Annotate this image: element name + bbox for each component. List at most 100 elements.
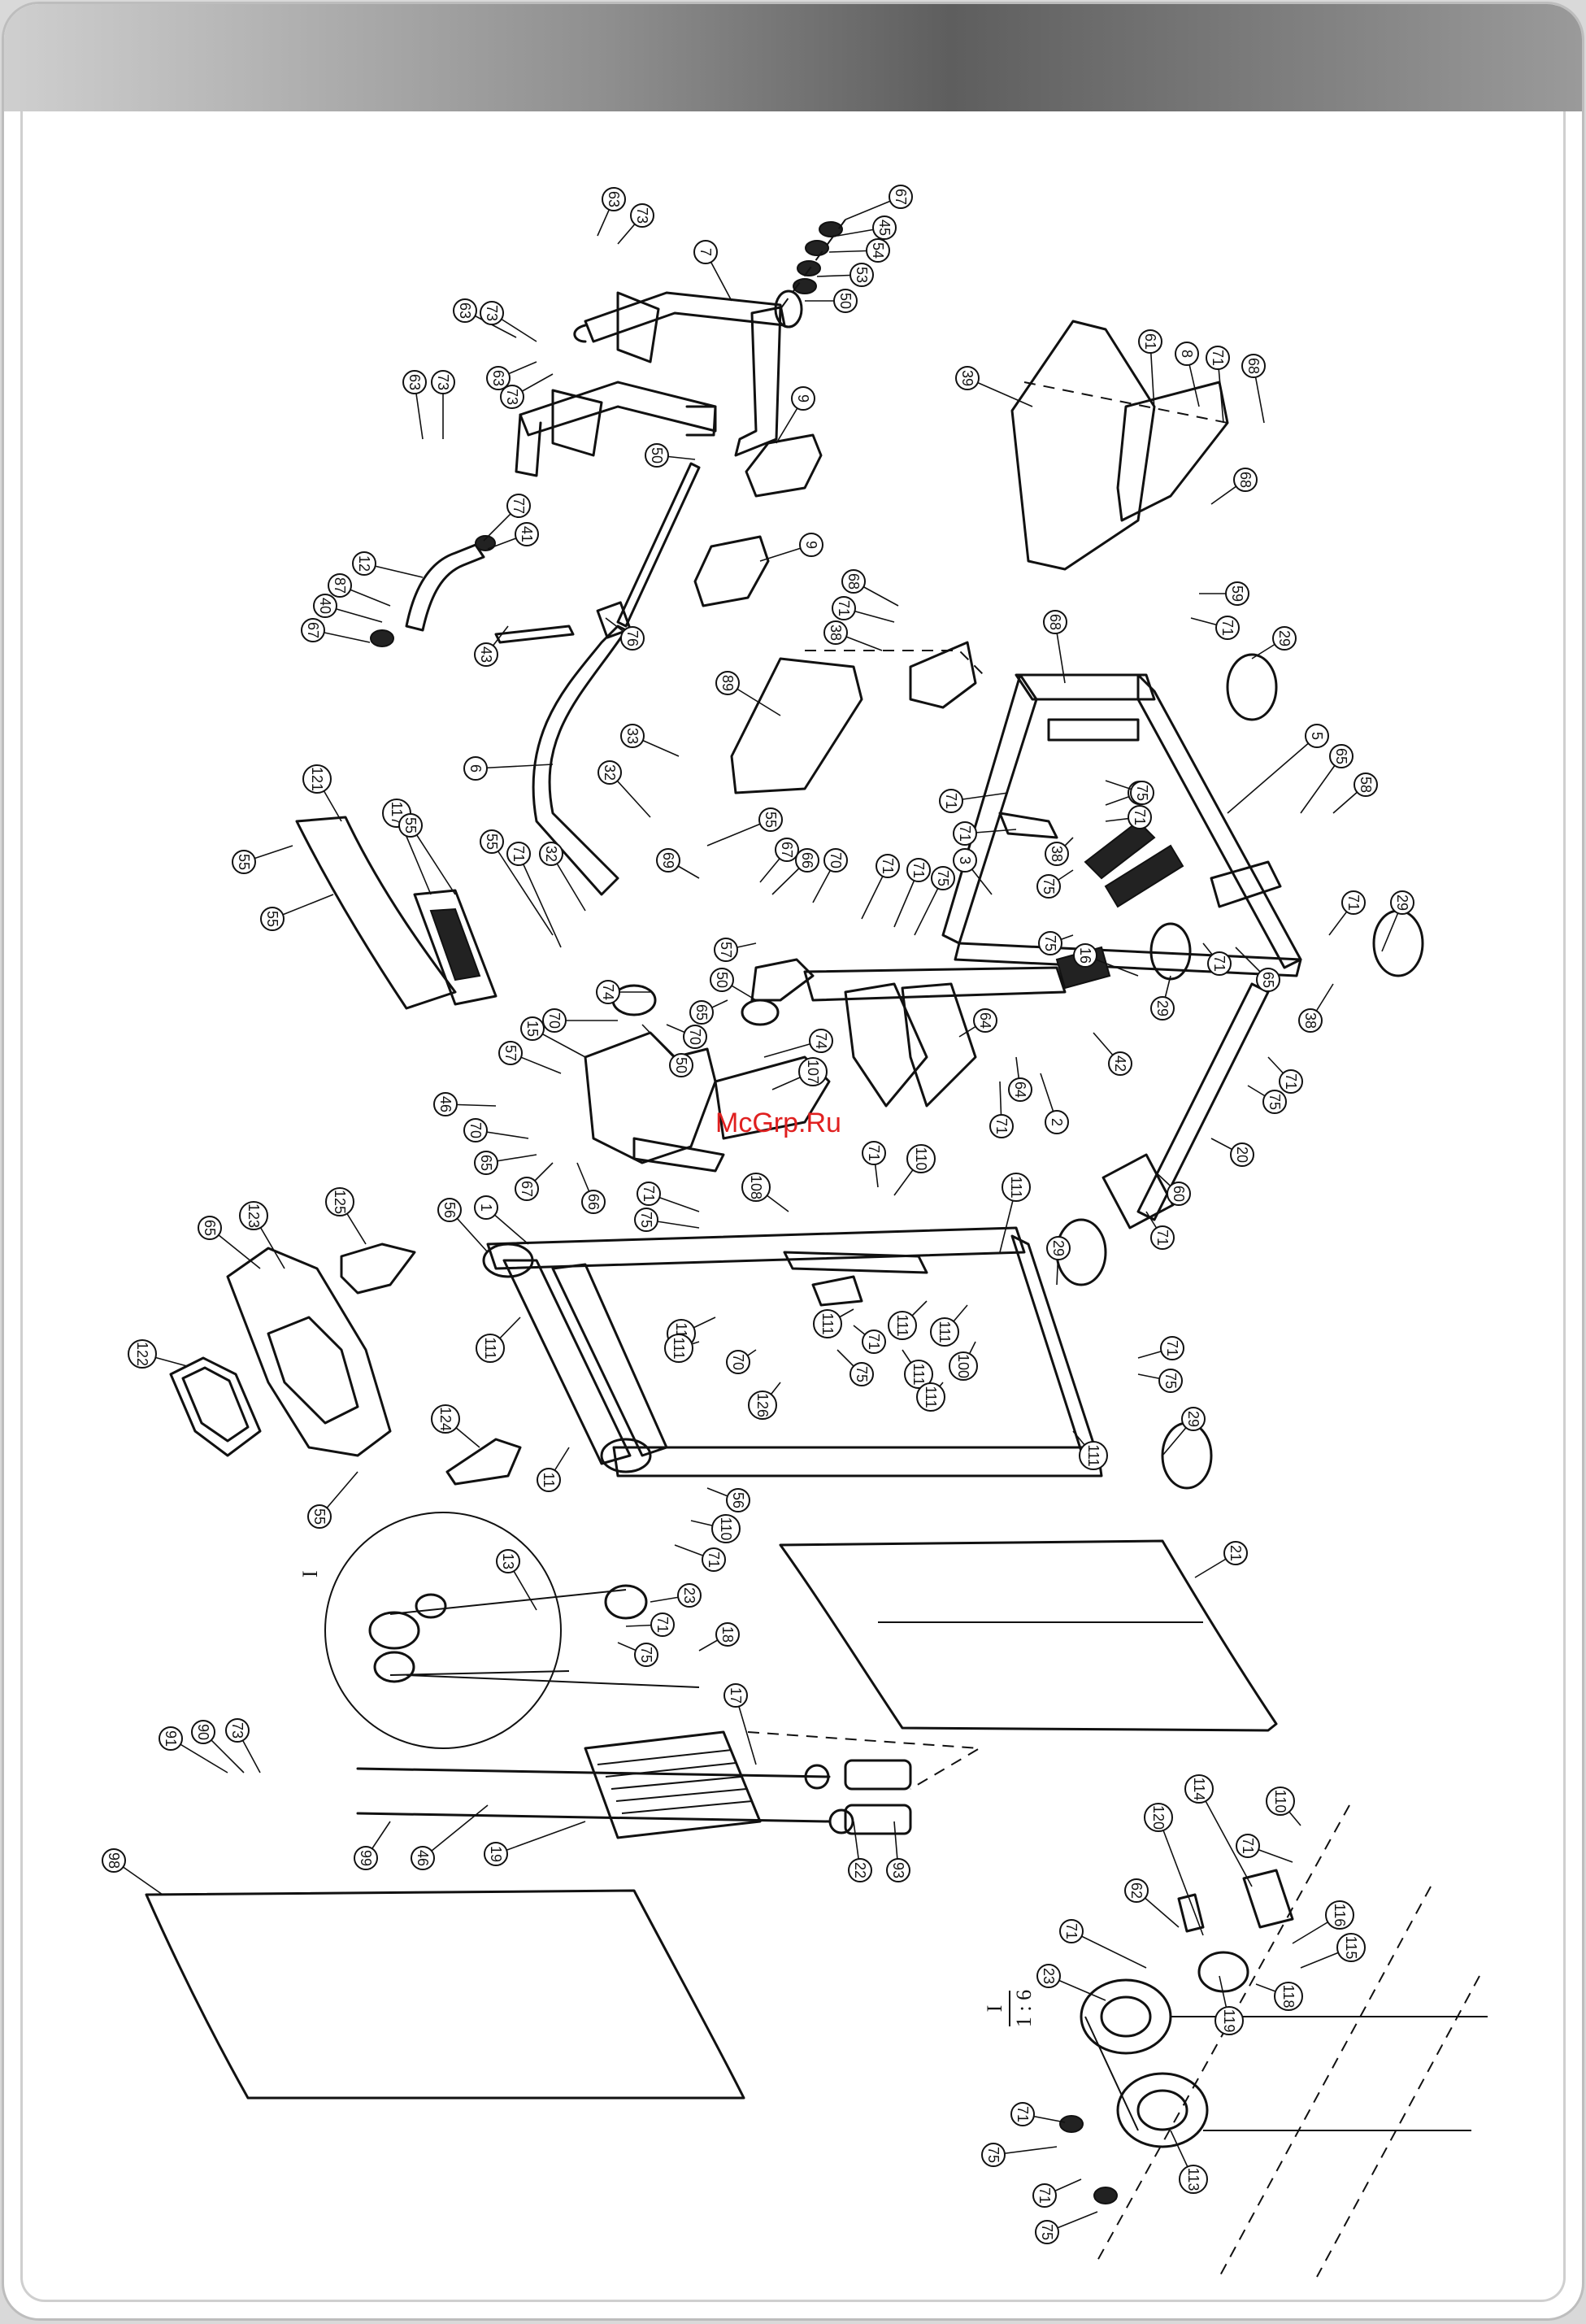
callout-number: 55 xyxy=(264,911,280,927)
callout-balloon: 71 xyxy=(702,1547,726,1572)
callout-number: 75 xyxy=(1162,1373,1179,1389)
callout-balloon: 73 xyxy=(500,385,524,409)
callout-number: 42 xyxy=(1112,1055,1128,1072)
callout-balloon: 71 xyxy=(650,1612,675,1637)
seat-frame-part-5 xyxy=(941,673,1302,977)
callout-balloon: 46 xyxy=(433,1092,458,1116)
callout-balloon: 126 xyxy=(748,1390,777,1420)
callout-balloon: 32 xyxy=(597,760,622,785)
callout-number: 98 xyxy=(106,1852,122,1869)
callout-balloon: 55 xyxy=(232,850,256,874)
callout-balloon: 71 xyxy=(1236,1834,1260,1858)
callout-number: 38 xyxy=(1302,1012,1319,1029)
callout-number: 66 xyxy=(585,1194,602,1210)
callout-number: 65 xyxy=(1333,748,1349,764)
callout-balloon: 70 xyxy=(683,1025,707,1049)
callout-balloon: 125 xyxy=(325,1187,354,1216)
callout-balloon: 64 xyxy=(1008,1077,1032,1102)
washer-stack xyxy=(793,221,843,294)
callout-leader xyxy=(410,825,456,895)
callout-balloon: 54 xyxy=(866,238,890,263)
callout-number: 16 xyxy=(1077,947,1093,964)
callout-balloon: 74 xyxy=(596,980,620,1004)
callout-balloon: 38 xyxy=(1045,842,1069,866)
callout-number: 50 xyxy=(649,447,665,463)
callout-number: 55 xyxy=(484,833,500,850)
callout-number: 29 xyxy=(1050,1240,1067,1256)
callout-balloon: 11 xyxy=(537,1468,561,1492)
callout-balloon: 111 xyxy=(1079,1441,1108,1470)
callout-balloon: 119 xyxy=(1214,2006,1244,2035)
callout-balloon: 9 xyxy=(799,533,823,557)
callout-number: 29 xyxy=(1276,630,1293,646)
callout-balloon: 70 xyxy=(463,1118,488,1142)
callout-number: 58 xyxy=(1358,777,1374,793)
callout-number: 3 xyxy=(957,856,973,864)
callout-number: 71 xyxy=(1154,1229,1171,1246)
callout-number: 65 xyxy=(202,1220,218,1236)
callout-balloon: 110 xyxy=(1266,1787,1295,1816)
callout-balloon: 56 xyxy=(437,1198,462,1222)
callout-balloon: 71 xyxy=(953,821,977,846)
callout-number: 55 xyxy=(311,1508,328,1525)
callout-balloon: 2 xyxy=(1045,1110,1069,1134)
callout-number: 15 xyxy=(524,1021,541,1037)
weight-stack-part-19 xyxy=(356,1730,983,1839)
callout-balloon: 75 xyxy=(1036,874,1061,899)
callout-balloon: 115 xyxy=(1336,1933,1366,1962)
callout-balloon: 71 xyxy=(1215,616,1240,640)
callout-number: 67 xyxy=(893,189,909,205)
callout-number: 65 xyxy=(693,1004,710,1021)
callout-balloon: 50 xyxy=(833,289,858,313)
callout-number: 45 xyxy=(876,220,893,236)
callout-number: 108 xyxy=(748,1175,764,1199)
callout-balloon: 91 xyxy=(159,1726,183,1751)
callout-number: 90 xyxy=(195,1724,211,1740)
callout-balloon: 75 xyxy=(1035,2220,1059,2244)
callout-balloon: 9 xyxy=(791,386,815,411)
callout-number: 65 xyxy=(478,1155,494,1171)
callout-number: 111 xyxy=(482,1337,498,1359)
callout-balloon: 19 xyxy=(484,1842,508,1866)
callout-number: 71 xyxy=(1345,894,1362,911)
callout-balloon: 75 xyxy=(1158,1369,1183,1393)
callout-balloon: 75 xyxy=(931,866,955,890)
callout-number: 68 xyxy=(1047,614,1063,630)
callout-balloon: 5 xyxy=(1305,724,1329,748)
callout-number: 71 xyxy=(1283,1073,1299,1090)
callout-balloon: 67 xyxy=(515,1177,539,1201)
callout-number: 66 xyxy=(799,852,815,868)
callout-balloon: 66 xyxy=(581,1190,606,1214)
callout-balloon: 111 xyxy=(888,1311,917,1340)
callout-balloon: 76 xyxy=(620,626,645,651)
callout-number: 29 xyxy=(1154,1000,1171,1016)
callout-number: 63 xyxy=(457,302,473,319)
callout-balloon: 20 xyxy=(1230,1142,1254,1167)
callout-number: 75 xyxy=(854,1366,870,1382)
callout-leader xyxy=(422,1804,489,1859)
callout-balloon: 71 xyxy=(989,1114,1014,1138)
cover-part-21 xyxy=(779,1539,1278,1732)
callout-balloon: 108 xyxy=(741,1173,771,1202)
pad-part-9 xyxy=(693,433,823,607)
callout-number: 71 xyxy=(654,1617,671,1633)
callout-balloon: 110 xyxy=(906,1144,936,1173)
callout-number: 57 xyxy=(502,1045,519,1061)
callout-number: 73 xyxy=(634,207,650,224)
callout-balloon: 65 xyxy=(474,1151,498,1175)
callout-number: 111 xyxy=(894,1314,910,1336)
callout-number: 120 xyxy=(1150,1805,1167,1830)
callout-number: 73 xyxy=(435,374,451,390)
callout-balloon: 55 xyxy=(398,813,423,838)
callout-balloon: 113 xyxy=(1179,2165,1208,2194)
callout-balloon: 16 xyxy=(1073,943,1097,968)
callout-balloon: 99 xyxy=(354,1846,378,1870)
callout-balloon: 62 xyxy=(1124,1878,1149,1903)
callout-number: 71 xyxy=(641,1186,657,1202)
callout-balloon: 120 xyxy=(1144,1803,1173,1832)
callout-number: 110 xyxy=(1272,1790,1288,1813)
callout-balloon: 116 xyxy=(1325,1900,1354,1930)
callout-number: 12 xyxy=(356,555,372,572)
callout-number: 73 xyxy=(504,389,520,405)
